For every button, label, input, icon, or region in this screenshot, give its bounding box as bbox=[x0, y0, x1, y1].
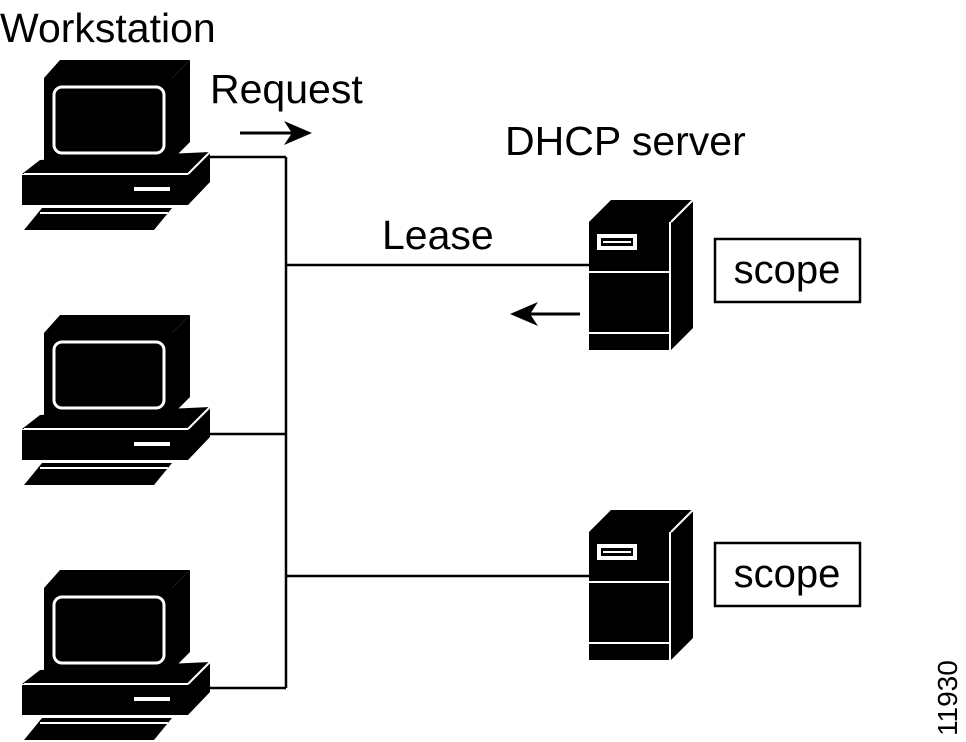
figure-number: 11930 bbox=[932, 660, 963, 736]
workstation-1 bbox=[20, 58, 212, 232]
request-label: Request bbox=[210, 66, 363, 112]
scope-box-1: scope bbox=[713, 237, 862, 304]
dhcp-server-label: DHCP server bbox=[505, 118, 746, 164]
lease-arrow-icon bbox=[510, 302, 580, 326]
desktop-computer-icon bbox=[20, 568, 212, 742]
tower-server-icon bbox=[588, 509, 694, 661]
request-arrow-icon bbox=[240, 121, 312, 145]
scope-box-2: scope bbox=[713, 541, 862, 608]
network-lines bbox=[210, 155, 590, 690]
lease-label: Lease bbox=[382, 212, 494, 258]
tower-server-icon bbox=[588, 199, 694, 351]
scope-label: scope bbox=[734, 552, 841, 596]
scope-label: scope bbox=[734, 248, 841, 292]
workstation-3 bbox=[20, 568, 212, 742]
desktop-computer-icon bbox=[20, 313, 212, 487]
dhcp-server-1 bbox=[588, 199, 694, 351]
dhcp-server-2 bbox=[588, 509, 694, 661]
workstation-label: Workstation bbox=[0, 5, 216, 51]
workstation-2 bbox=[20, 313, 212, 487]
desktop-computer-icon bbox=[20, 58, 212, 232]
